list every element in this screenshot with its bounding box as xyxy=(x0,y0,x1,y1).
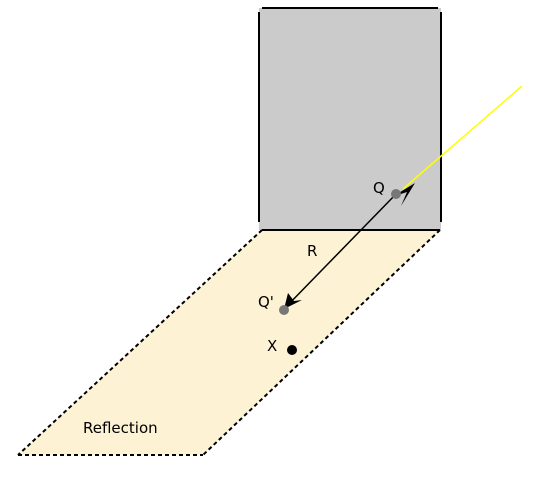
arrowhead-at-q-prime xyxy=(284,293,302,309)
point-q xyxy=(391,189,401,199)
label-q-prime: Q' xyxy=(258,293,274,311)
incoming-ray xyxy=(402,85,523,190)
arrowhead-at-q xyxy=(392,183,415,206)
label-q: Q xyxy=(373,179,385,197)
label-x: X xyxy=(267,337,277,355)
point-x xyxy=(287,345,297,355)
mirror-wall xyxy=(259,8,441,230)
point-q-prime xyxy=(279,305,289,315)
plane-left-edge xyxy=(17,229,263,456)
reflected-ray xyxy=(283,192,398,310)
label-r: R xyxy=(307,242,317,260)
label-reflection: Reflection xyxy=(83,419,158,437)
plane-right-edge xyxy=(202,229,441,456)
reflection-plane xyxy=(18,230,440,455)
